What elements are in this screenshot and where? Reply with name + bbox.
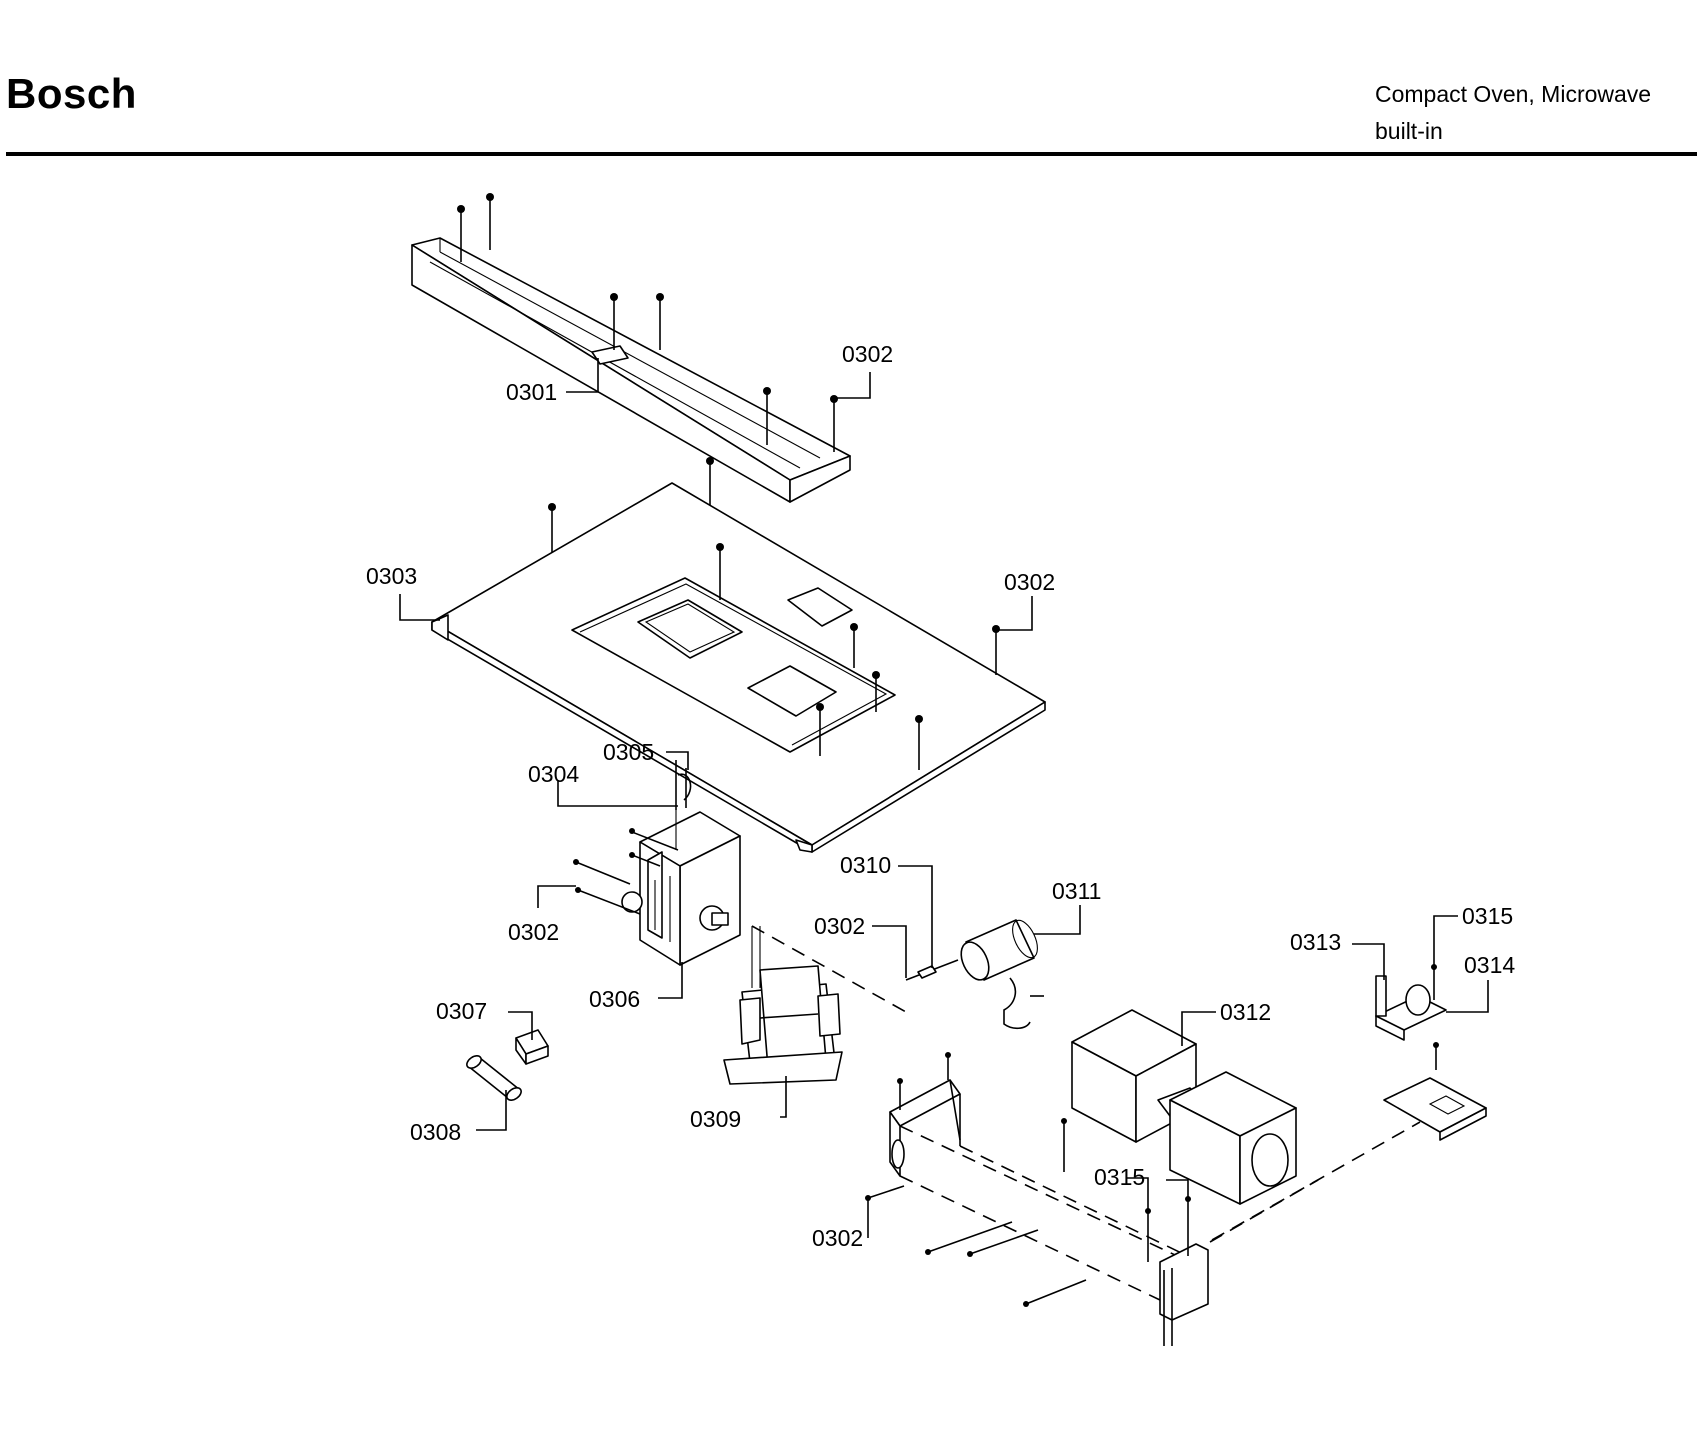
- callout-0307: 0307: [436, 998, 487, 1024]
- callout-0302-top-rail: 0302: [842, 341, 893, 367]
- callout-labels: 0301 0302 0303 0302 0305 0304 0302 0306 …: [366, 341, 1515, 1251]
- screws-cover-plate: [548, 457, 1000, 770]
- header-rule: [6, 152, 1697, 156]
- callout-0303: 0303: [366, 563, 417, 589]
- part-0304-0305-wires: [675, 760, 692, 850]
- callout-0311: 0311: [1052, 878, 1101, 904]
- callout-0313: 0313: [1290, 929, 1341, 955]
- callout-0301: 0301: [506, 379, 557, 405]
- product-line-2: built-in: [1375, 118, 1443, 144]
- callout-0308: 0308: [410, 1119, 461, 1145]
- brand-name: Bosch: [6, 70, 137, 117]
- callout-0309: 0309: [690, 1106, 741, 1132]
- part-0307-block: [515, 1029, 549, 1065]
- screws-switch-bracket: [1431, 964, 1439, 1070]
- screws-base-frame: [865, 1052, 1191, 1307]
- callout-0310: 0310: [840, 852, 891, 878]
- callout-0312: 0312: [1220, 999, 1271, 1025]
- callout-0302-capacitor: 0302: [814, 913, 865, 939]
- callout-0302-base: 0302: [812, 1225, 863, 1251]
- callout-0315-bottom: 0315: [1094, 1164, 1145, 1190]
- base-frame: [889, 1079, 1209, 1346]
- leader-lines: [399, 358, 1489, 1238]
- part-0303-cover-plate: [431, 482, 1046, 853]
- callout-0306: 0306: [589, 986, 640, 1012]
- callout-0314: 0314: [1464, 952, 1515, 978]
- callout-0304: 0304: [528, 761, 579, 787]
- callout-0315-top: 0315: [1462, 903, 1513, 929]
- part-0301-top-rail: [411, 237, 851, 503]
- part-0310-diode: [905, 959, 959, 981]
- part-0312-blower: [1071, 1009, 1297, 1205]
- screws-magnetron: [573, 828, 679, 915]
- part-0313-0314-switch-bracket: [1375, 975, 1487, 1141]
- screws-top-rail: [457, 193, 838, 452]
- part-0311-capacitor: [960, 919, 1044, 1030]
- callout-0302-cover-plate: 0302: [1004, 569, 1055, 595]
- product-line-1: Compact Oven, Microwave: [1375, 81, 1652, 107]
- part-0309-transformer: [723, 926, 843, 1085]
- callout-0305: 0305: [603, 739, 654, 765]
- part-0306-magnetron: [621, 811, 741, 966]
- part-0308-fuse: [466, 1055, 522, 1101]
- product-description: Compact Oven, Microwave built-in: [1375, 76, 1651, 150]
- assembly-lines: [751, 925, 1421, 1243]
- callout-0302-magnetron: 0302: [508, 919, 559, 945]
